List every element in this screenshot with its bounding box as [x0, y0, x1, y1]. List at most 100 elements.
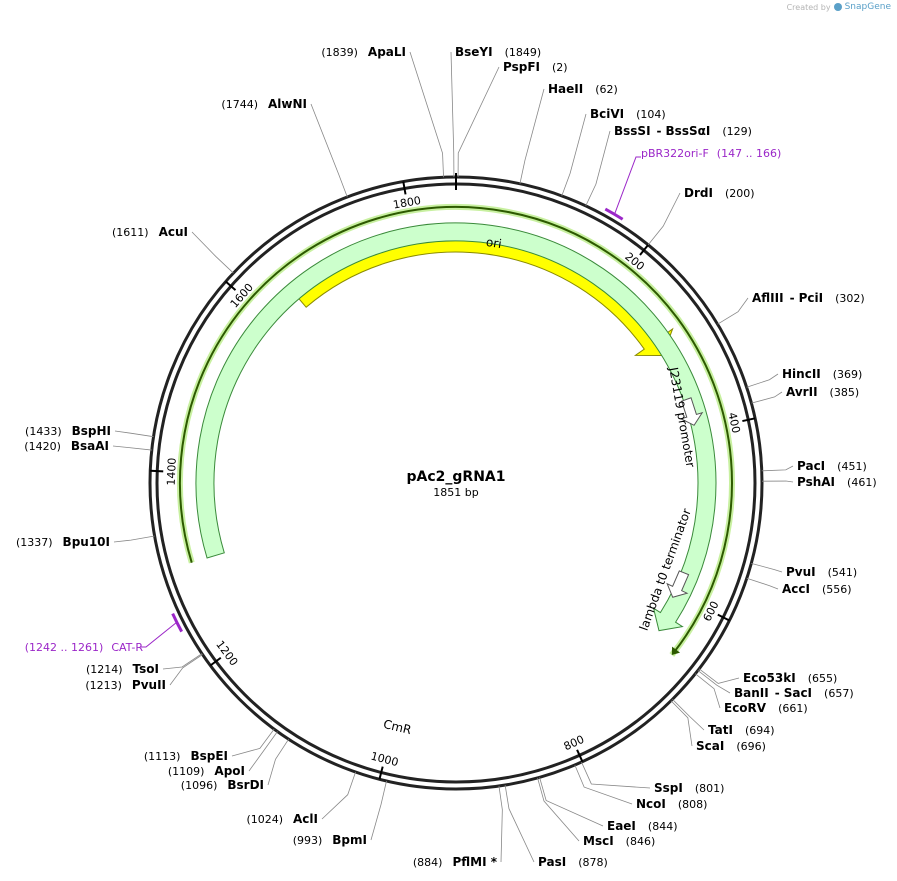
cmr-strand-highlight: [177, 204, 735, 657]
enzyme-pflmi-label: (884)PflMI *: [413, 855, 498, 869]
enzyme-leader-line: [310, 103, 348, 198]
primer-cat-r-mark: [171, 612, 183, 633]
cmr-feature-arrow: [195, 222, 717, 632]
promoter-arrow-icon: [679, 397, 704, 426]
enzyme-msci-label: MscI(846): [583, 834, 655, 848]
snapgene-logo-icon: [833, 3, 842, 11]
backbone: [148, 173, 764, 791]
enzyme-tsoi-label: (1214)TsoI: [86, 662, 159, 676]
feature-layer: [171, 204, 735, 657]
enzyme-acui-label: (1611)AcuI: [112, 225, 188, 239]
enzyme-ncoi-label: NcoI(808): [636, 797, 707, 811]
tick-mark: [576, 749, 584, 763]
enzyme-bpu10i-label: (1337)Bpu10I: [16, 535, 110, 549]
primer-leader-line: [141, 621, 178, 648]
enzyme-pspfi-label: PspFI(2): [503, 60, 568, 74]
enzyme-eco53ki-label: Eco53kI(655): [743, 671, 837, 685]
enzyme-leader-line: [114, 430, 154, 438]
leader-lines: [112, 51, 794, 863]
tick-label: 800: [562, 733, 586, 754]
enzyme-leader-line: [162, 653, 203, 670]
enzyme-leader-line: [751, 562, 783, 573]
enzyme-bsssi-label: BssSI-BssSαI(129): [614, 124, 752, 138]
credit-prefix: Created by: [786, 2, 831, 12]
tick-label: 200: [622, 250, 647, 273]
enzyme-pasi-label: PasI(878): [538, 855, 608, 869]
cmr-strand-arrowhead: [671, 646, 681, 656]
enzyme-leader-line: [504, 784, 535, 863]
tick-mark: [209, 656, 222, 667]
enzyme-pshai-label: PshAI(461): [797, 475, 877, 489]
enzyme-leader-line: [672, 698, 705, 731]
tick-label: 1800: [392, 194, 422, 212]
tick-mark: [225, 280, 237, 291]
tick-mark: [639, 244, 649, 256]
enzyme-alwni-label: (1744)AlwNI: [221, 97, 307, 111]
enzyme-leader-line: [746, 373, 779, 388]
enzyme-leader-line: [647, 192, 681, 246]
tick-mark: [402, 181, 407, 195]
enzyme-leader-line: [519, 88, 545, 184]
enzyme-bseyi-label: BseYI(1849): [455, 45, 541, 59]
enzyme-pvuii-label: (1213)PvuII: [85, 678, 166, 692]
enzyme-acci-label: AccI(556): [782, 582, 852, 596]
enzyme-bsphi-label: (1433)BspHI: [25, 424, 111, 438]
enzyme-pvui-label: PvuI(541): [786, 565, 857, 579]
enzyme-leader-line: [113, 535, 155, 543]
tick-mark: [742, 417, 756, 423]
enzyme-leader-line: [574, 764, 633, 805]
tick-mark: [378, 766, 384, 780]
credit-brand: SnapGene: [844, 2, 891, 12]
enzyme-leader-line: [537, 777, 580, 842]
tick-mark: [717, 613, 730, 622]
enzyme-apoi-label: (1109)ApoI: [168, 764, 245, 778]
terminator-arrow-icon: [666, 570, 690, 598]
cmr-label: CmR: [382, 717, 413, 737]
enzyme-leader-line: [267, 738, 289, 786]
primer-pbr322ori-f-label: pBR322ori-F(147 .. 166): [641, 147, 781, 160]
enzyme-tati-label: TatI(694): [708, 723, 775, 737]
enzyme-leader-line: [231, 728, 275, 757]
ori-label: ori: [485, 235, 503, 251]
enzyme-leader-line: [409, 51, 444, 178]
enzyme-bsaai-label: (1420)BsaAI: [24, 439, 109, 453]
enzyme-leader-line: [697, 670, 731, 694]
enzyme-leader-line: [248, 731, 278, 772]
enzyme-eaei-label: EaeI(844): [607, 819, 678, 833]
enzyme-apali-label: (1839)ApaLI: [321, 45, 406, 59]
enzyme-acli-label: (1024)AclI: [246, 812, 318, 826]
enzyme-paci-label: PacI(451): [797, 459, 867, 473]
enzyme-leader-line: [539, 777, 604, 827]
enzyme-bpmi-label: (993)BpmI: [293, 833, 367, 847]
primer-leader-line: [614, 156, 641, 215]
tick-mark: [150, 469, 164, 473]
snapgene-credit: Created by SnapGene: [787, 2, 891, 12]
enzyme-bcivi-label: BciVI(104): [590, 107, 666, 121]
enzyme-leader-line: [761, 465, 794, 472]
primer-pbr322ori-f-mark: [604, 207, 624, 221]
enzyme-bsrdi-label: (1096)BsrDI: [181, 778, 264, 792]
plasmid-name: pAc2_gRNA1: [407, 469, 506, 485]
enzyme-leader-line: [450, 51, 455, 178]
enzyme-leader-line: [169, 654, 203, 686]
enzyme-bspei-label: (1113)BspEI: [144, 749, 228, 763]
enzyme-leader-line: [581, 761, 651, 789]
primer-cat-r-label: (1242 .. 1261)CAT-R: [25, 641, 144, 654]
tick-label: 400: [725, 411, 742, 434]
enzyme-hincii-label: HincII(369): [782, 367, 862, 381]
enzyme-leader-line: [321, 771, 356, 820]
enzyme-leader-line: [746, 577, 779, 590]
enzyme-leader-line: [498, 785, 503, 863]
enzyme-ecorv-label: EcoRV(661): [724, 701, 808, 715]
enzyme-leader-line: [761, 480, 794, 483]
enzyme-leader-line: [457, 66, 500, 178]
enzyme-leader-line: [717, 297, 749, 325]
enzyme-leader-line: [191, 231, 234, 274]
enzyme-leader-line: [370, 780, 387, 841]
plasmid-length: 1851 bp: [433, 486, 478, 499]
enzyme-leader-line: [561, 113, 587, 197]
enzyme-leader-line: [695, 673, 721, 709]
enzyme-leader-line: [112, 445, 152, 451]
